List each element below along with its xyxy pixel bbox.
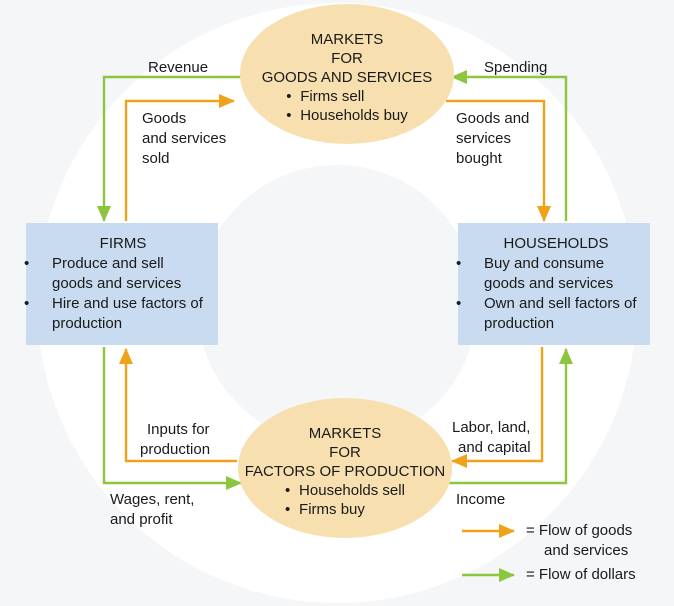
legend-dollars: = Flow of dollars (526, 566, 636, 583)
goods-bought-label: Goods and services bought (456, 109, 529, 169)
firms-title: FIRMS (99, 235, 147, 252)
households-bullet: Own and sell factors of production (470, 294, 642, 334)
labor-line: Labor, land, (452, 419, 531, 436)
wages-label: Wages, rent, and profit (110, 490, 194, 530)
markets-factors-title-2: FOR (329, 444, 361, 461)
spending-label: Spending (484, 59, 548, 76)
legend-goods-line: and services (544, 542, 629, 559)
firms-box: FIRMS Produce and sell goods and service… (26, 223, 218, 345)
markets-factors-ellipse: MARKETS FOR FACTORS OF PRODUCTION Househ… (238, 398, 452, 538)
revenue-arrow (97, 75, 243, 222)
markets-goods-title-1: MARKETS (310, 31, 384, 48)
goods-sold-line: Goods (142, 110, 187, 127)
goods-bought-line: Goods and (456, 110, 530, 127)
revenue-label: Revenue (148, 59, 209, 76)
goods-bought-line: bought (456, 150, 502, 167)
goods-sold-line: sold (142, 150, 170, 167)
households-bullets: Buy and consume goods and services Own a… (470, 254, 642, 334)
firms-bullets: Produce and sell goods and services Hire… (38, 254, 208, 334)
goods-bought-line: services (456, 130, 512, 147)
goods-sold-label: Goods and services sold (142, 109, 226, 169)
markets-factors-title-1: MARKETS (308, 425, 382, 442)
markets-goods-bullet: Households buy (286, 106, 408, 125)
markets-goods-title-2: FOR (331, 50, 363, 67)
goods-bought-arrow (446, 99, 551, 222)
markets-factors-bullet: Households sell (285, 481, 405, 500)
markets-factors-bullet: Firms buy (285, 500, 405, 519)
markets-goods-ellipse: MARKETS FOR GOODS AND SERVICES Firms sel… (240, 4, 454, 144)
households-bullet: Buy and consume goods and services (470, 254, 642, 294)
wages-line: and profit (110, 511, 173, 528)
goods-sold-line: and services (142, 130, 227, 147)
inputs-label: Inputs for production (140, 420, 210, 460)
firms-bullet: Hire and use factors of production (38, 294, 208, 334)
wages-line: Wages, rent, (110, 491, 195, 508)
firms-bullet: Produce and sell goods and services (38, 254, 208, 294)
markets-goods-bullet: Firms sell (286, 87, 408, 106)
markets-goods-title-3: GOODS AND SERVICES (261, 69, 433, 86)
markets-goods-bullets: Firms sell Households buy (286, 87, 408, 125)
legend-goods: = Flow of goods and services (526, 521, 632, 561)
labor-arrow (451, 347, 544, 468)
goods-sold-arrow (124, 94, 235, 221)
inputs-line: Inputs for (147, 421, 210, 438)
markets-factors-bullets: Households sell Firms buy (285, 481, 405, 519)
inputs-arrow (119, 348, 237, 463)
markets-factors-title-3: FACTORS OF PRODUCTION (244, 463, 446, 480)
income-arrow (446, 348, 573, 485)
wages-arrow (102, 347, 242, 490)
inputs-line: production (140, 441, 211, 458)
legend-goods-line: = Flow of goods (526, 522, 633, 539)
labor-label: Labor, land, and capital (452, 418, 531, 458)
households-title: HOUSEHOLDS (503, 235, 609, 252)
spending-arrow (451, 70, 568, 221)
income-label: Income (456, 491, 506, 508)
labor-line: and capital (458, 439, 531, 456)
households-box: HOUSEHOLDS Buy and consume goods and ser… (458, 223, 650, 345)
